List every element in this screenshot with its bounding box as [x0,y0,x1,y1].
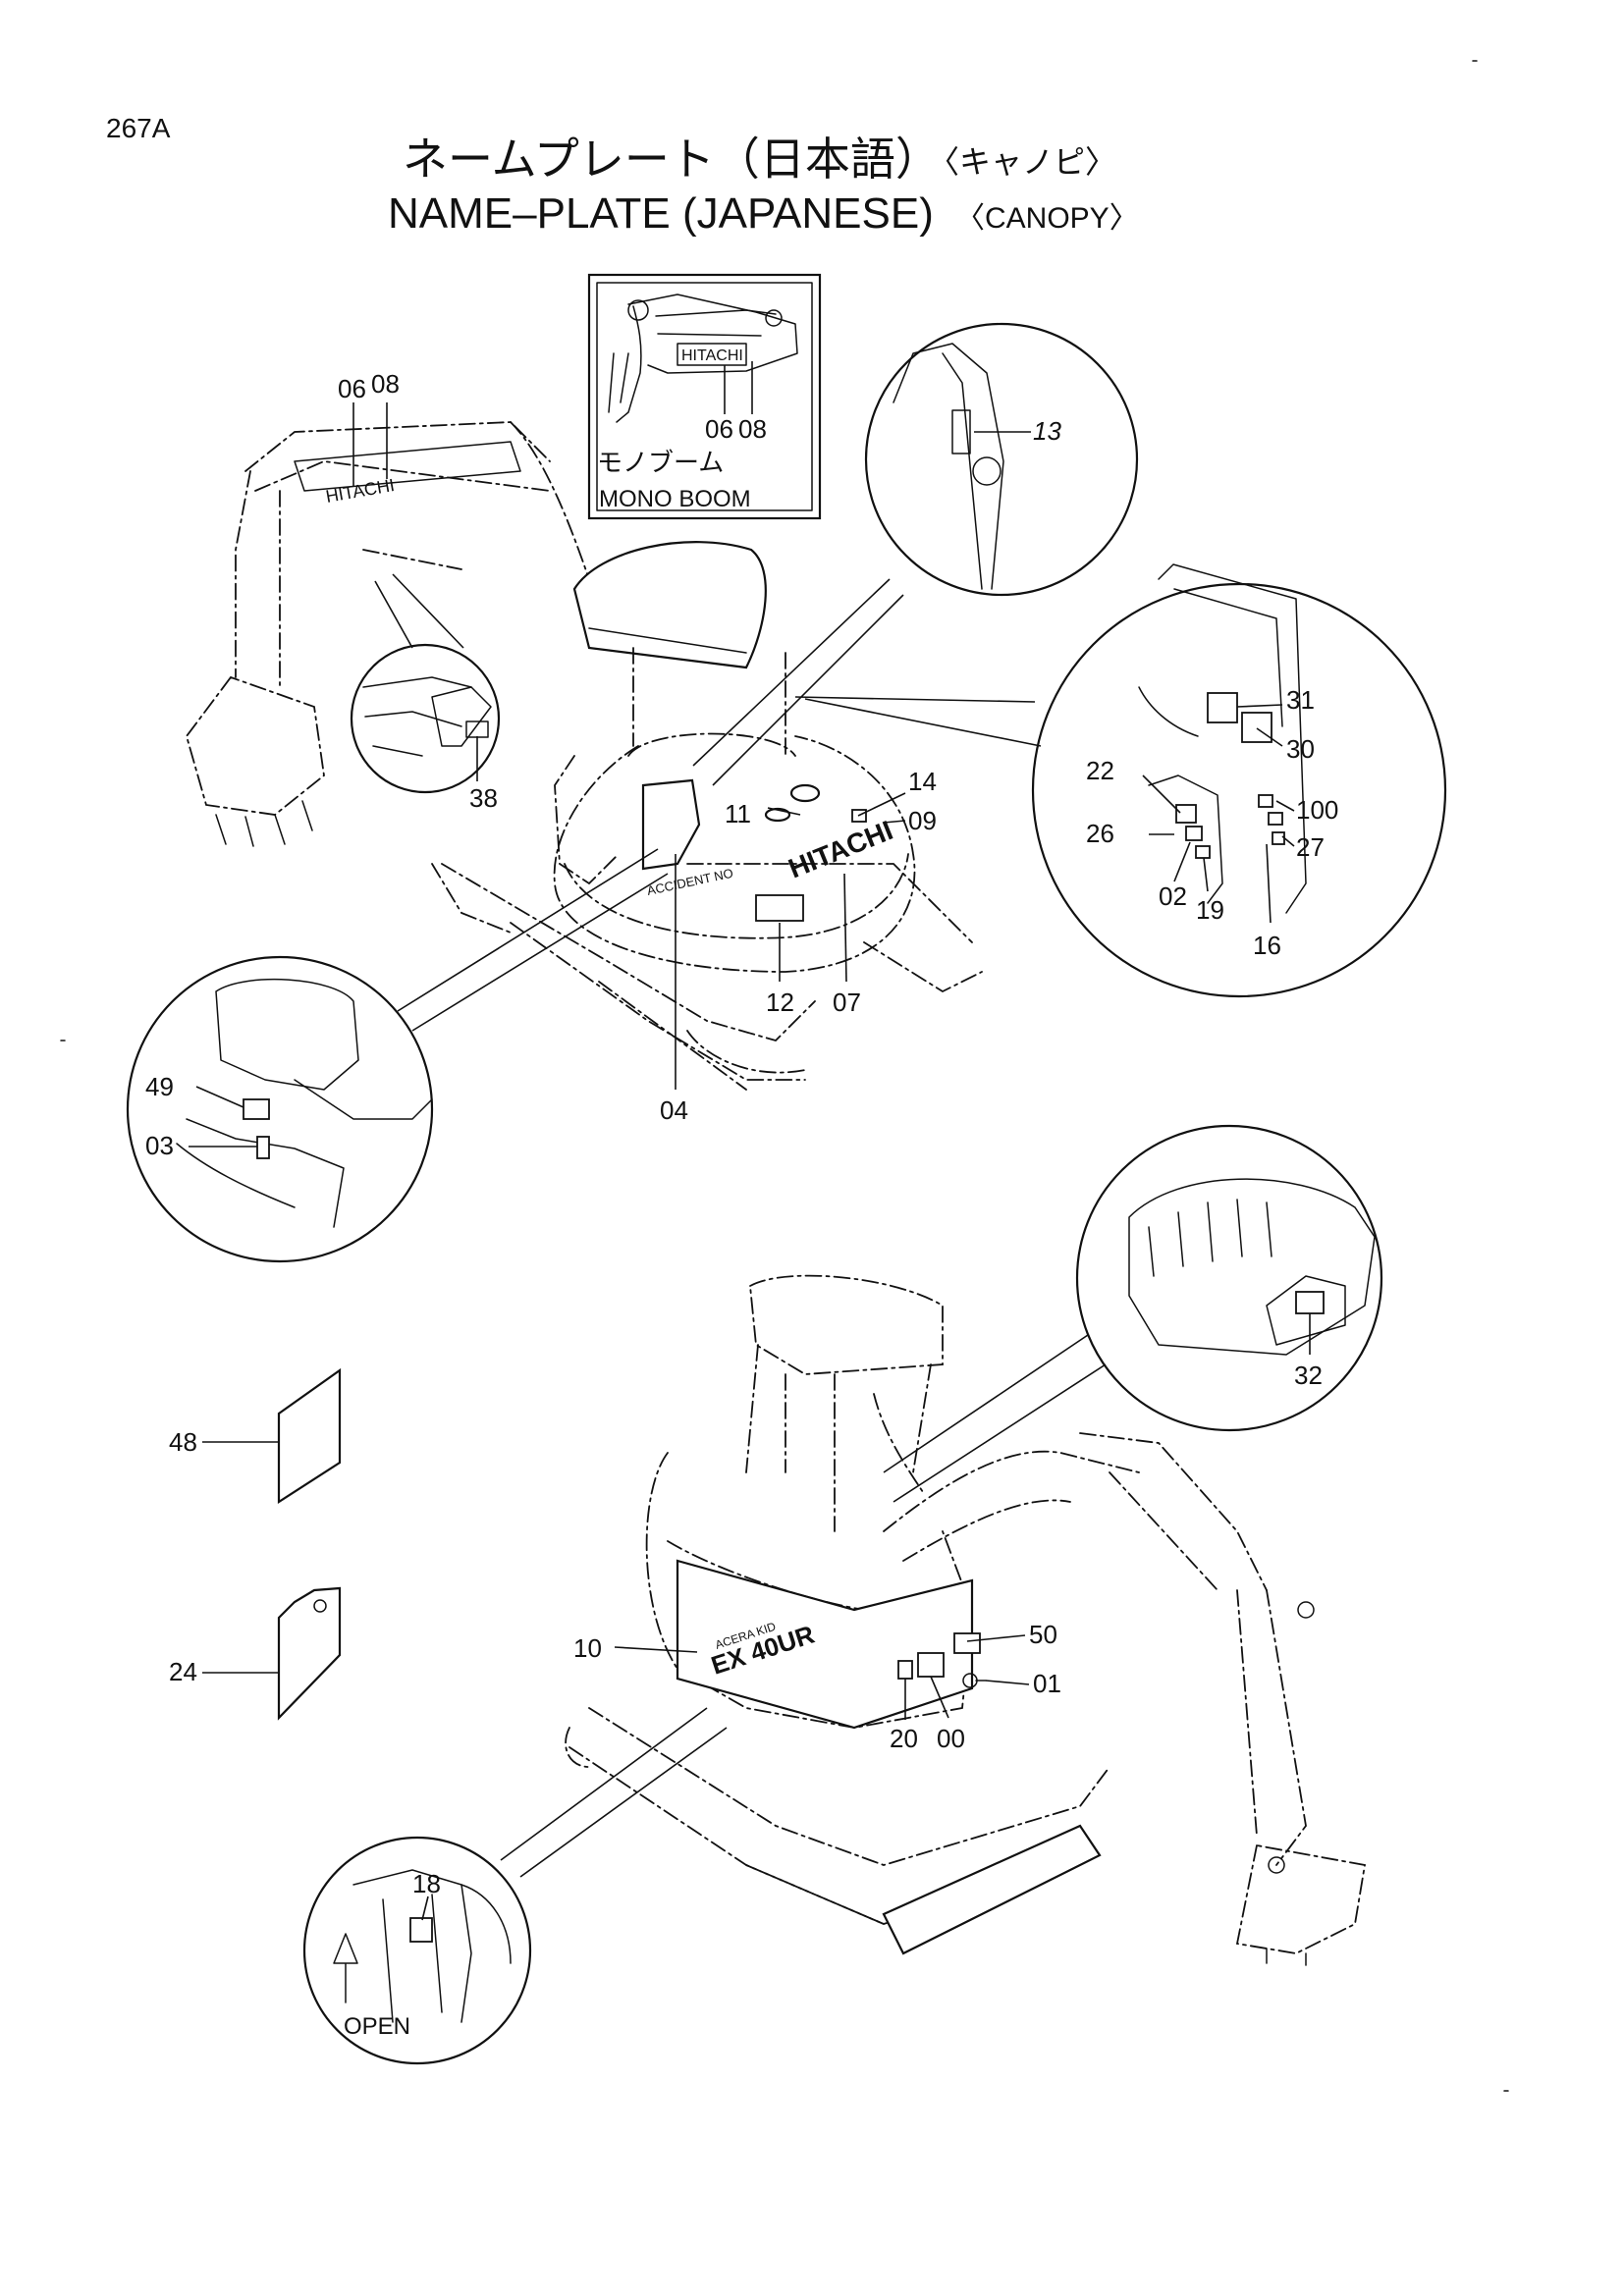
title-english: NAME–PLATE (JAPANESE) [388,189,934,238]
detail-circle-cab: 31 30 22 100 26 27 02 19 16 [794,563,1447,998]
callout-13: 13 [1033,416,1061,446]
callout-50: 50 [1029,1620,1057,1649]
detail-circle-panel: 13 [692,322,1139,786]
open-label: OPEN [344,2013,410,2040]
callout-20: 20 [890,1724,918,1753]
upper-leaders: 11 14 09 12 07 04 06 08 [338,369,937,1125]
detail-circle-seat: 49 03 [126,848,669,1263]
callout-12: 12 [766,988,794,1017]
mono-boom-inset: HITACHI 06 08 モノブーム MONO BOOM [587,273,822,520]
lower-machine-drawing: ACERA KID EX 40UR [565,1274,1367,1966]
callout-18: 18 [412,1869,441,1898]
callout-19: 19 [1196,895,1224,925]
callout-38: 38 [469,783,498,813]
callout-09: 09 [908,806,937,835]
inset-label-en: MONO BOOM [599,486,751,512]
callout-48: 48 [169,1427,197,1457]
callout-04: 04 [660,1095,688,1125]
callout-14: 14 [908,767,937,796]
callout-08: 08 [371,369,400,399]
inset-brand: HITACHI [681,347,743,364]
door-text: ACCIDENT NO [646,866,734,898]
counterweight-brand-text: HITACHI [785,815,897,883]
title-japanese-variant: 〈キャノピ〉 [928,144,1116,180]
inset-label-jp: モノブーム [597,448,724,477]
callout-02: 02 [1159,881,1187,911]
callout-24: 24 [169,1657,197,1686]
callout-49: 49 [145,1072,174,1101]
detail-circle-open: 18 OPEN [302,1707,728,2065]
page-code: 267A [106,113,171,143]
callout-16: 16 [1253,931,1281,960]
loose-parts: 48 24 [169,1367,342,1721]
inset-callout-06: 06 [705,414,733,444]
callout-11: 11 [725,799,751,828]
callout-31: 31 [1286,685,1315,715]
callout-07: 07 [833,988,861,1017]
callout-10: 10 [573,1633,602,1663]
detail-circle-lever: 38 [350,573,501,813]
callout-03: 03 [145,1131,174,1160]
callout-30: 30 [1286,734,1315,764]
detail-circle-rear: 32 [883,1124,1383,1503]
callout-00: 00 [937,1724,965,1753]
callout-06: 06 [338,374,366,403]
callout-32: 32 [1294,1361,1323,1390]
page-marks [60,60,1509,2092]
callout-27: 27 [1296,832,1325,862]
callout-22: 22 [1086,756,1114,785]
callout-01: 01 [1033,1669,1061,1698]
title-english-variant: 〈CANOPY〉 [955,202,1139,235]
callout-100: 100 [1296,795,1338,825]
inset-callout-08: 08 [738,414,767,444]
callout-26: 26 [1086,819,1114,848]
title-japanese: ネームプレート（日本語） [403,133,941,185]
lower-leaders: 10 50 01 20 00 [573,1620,1061,1753]
boom-brand-text: HITACHI [324,475,396,507]
